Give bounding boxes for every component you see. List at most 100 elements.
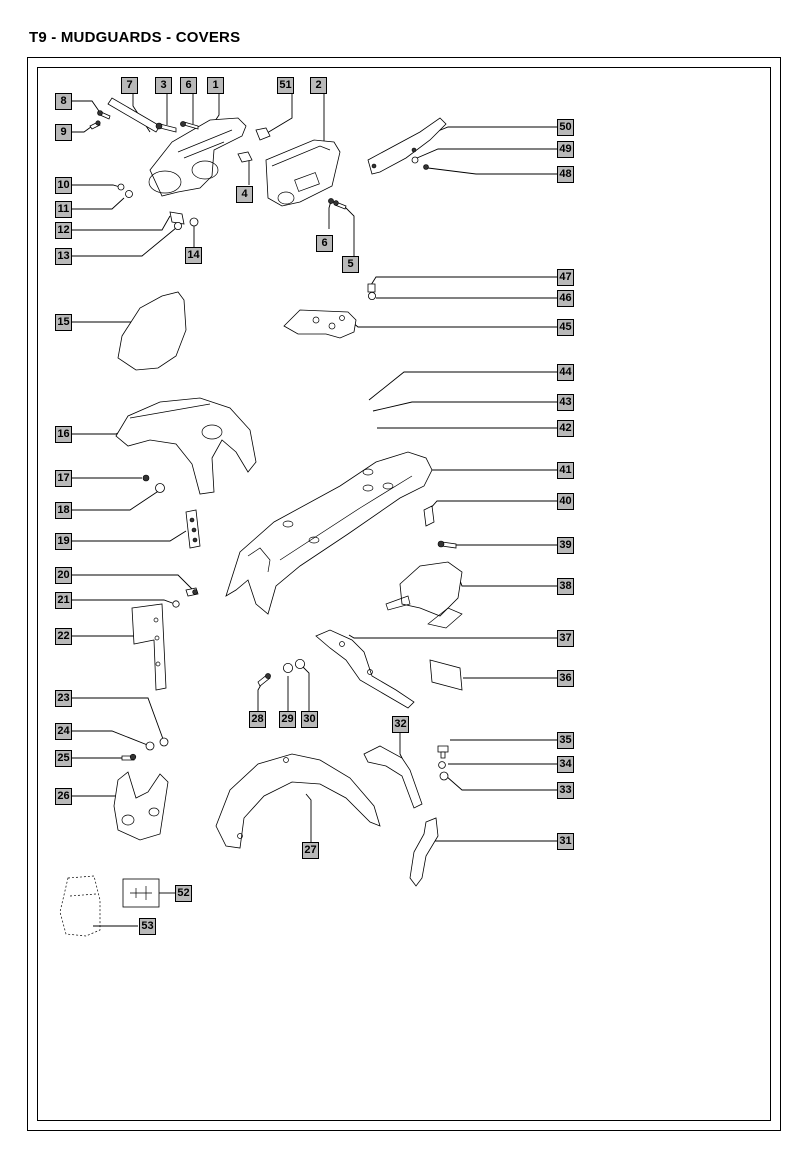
- washer-part-34: [438, 761, 446, 769]
- callout-11: 11: [55, 201, 72, 218]
- strap-part-31: [409, 817, 439, 887]
- callout-1: 1: [207, 77, 224, 94]
- callout-9: 9: [55, 124, 72, 141]
- callout-53: 53: [139, 918, 156, 935]
- callout-33: 33: [557, 782, 574, 799]
- callout-47: 47: [557, 269, 574, 286]
- nut-part-51: [255, 127, 271, 141]
- callout-36: 36: [557, 670, 574, 687]
- bracket-part-32: [363, 745, 423, 809]
- washer-part-49: [411, 156, 419, 164]
- callout-10: 10: [55, 177, 72, 194]
- drawing-frame-inner: [37, 67, 771, 1121]
- callout-6-right: 6: [316, 235, 333, 252]
- callout-29: 29: [279, 711, 296, 728]
- callout-21: 21: [55, 592, 72, 609]
- screw-part-28: [257, 673, 271, 687]
- screw-part-47: [367, 283, 376, 293]
- housing-part-38: [385, 561, 463, 629]
- screws-20-21: [172, 587, 199, 608]
- fender-part-27: [215, 753, 381, 849]
- callout-37: 37: [557, 630, 574, 647]
- callout-14: 14: [185, 247, 202, 264]
- bracket-part-50: [367, 117, 447, 175]
- page-title: T9 - MUDGUARDS - COVERS: [29, 29, 241, 46]
- screw-part-48: [423, 164, 429, 170]
- callout-23: 23: [55, 690, 72, 707]
- washer-part-18: [155, 483, 165, 493]
- callout-52: 52: [175, 885, 192, 902]
- callout-46: 46: [557, 290, 574, 307]
- callout-22: 22: [55, 628, 72, 645]
- washer-part-29: [282, 663, 293, 674]
- callout-27: 27: [302, 842, 319, 859]
- callout-34: 34: [557, 756, 574, 773]
- callout-20: 20: [55, 567, 72, 584]
- callout-44: 44: [557, 364, 574, 381]
- fork-cover-part-1: [148, 117, 247, 197]
- callout-28: 28: [249, 711, 266, 728]
- callout-25: 25: [55, 750, 72, 767]
- callout-43: 43: [557, 394, 574, 411]
- callout-41: 41: [557, 462, 574, 479]
- plate-part-45: [283, 309, 357, 339]
- leader-lines: [72, 94, 557, 927]
- screw-part-39: [437, 540, 457, 549]
- callout-3: 3: [155, 77, 172, 94]
- pad-part-19: [185, 509, 201, 549]
- callout-17: 17: [55, 470, 72, 487]
- callout-50: 50: [557, 119, 574, 136]
- callout-15: 15: [55, 314, 72, 331]
- callout-45: 45: [557, 319, 574, 336]
- callout-5: 5: [342, 256, 359, 273]
- callout-39: 39: [557, 537, 574, 554]
- nut-part-33: [439, 771, 449, 781]
- nut-part-23: [159, 737, 169, 747]
- screws-5-6: [328, 198, 347, 210]
- callout-31: 31: [557, 833, 574, 850]
- callout-48: 48: [557, 166, 574, 183]
- fender-part-15: [117, 291, 187, 371]
- callout-26: 26: [55, 788, 72, 805]
- bracket-part-7: [107, 97, 161, 133]
- callout-40: 40: [557, 493, 574, 510]
- callout-51: 51: [277, 77, 294, 94]
- callout-35: 35: [557, 732, 574, 749]
- washer-part-24: [145, 741, 155, 751]
- callout-6-top: 6: [180, 77, 197, 94]
- callout-49: 49: [557, 141, 574, 158]
- callout-16: 16: [55, 426, 72, 443]
- bracket-part-37: [315, 629, 415, 709]
- tab-part-40: [423, 505, 435, 527]
- bracket-part-22: [131, 603, 167, 691]
- callout-12: 12: [55, 222, 72, 239]
- fasteners-10-14: [117, 183, 199, 230]
- sticker-part-52: [122, 878, 160, 908]
- screws-3-6-8-9: [89, 110, 199, 133]
- mudflap-part-53: [59, 875, 101, 937]
- callout-42: 42: [557, 420, 574, 437]
- reflector-part-36: [429, 659, 463, 691]
- screw-part-17: [142, 474, 150, 482]
- callout-24: 24: [55, 723, 72, 740]
- washer-part-46: [367, 291, 376, 300]
- callout-32: 32: [392, 716, 409, 733]
- clip-part-4: [237, 151, 253, 163]
- callout-18: 18: [55, 502, 72, 519]
- cover-part-2: [265, 139, 341, 207]
- callout-19: 19: [55, 533, 72, 550]
- screw-part-25: [121, 753, 137, 761]
- callout-13: 13: [55, 248, 72, 265]
- callout-2: 2: [310, 77, 327, 94]
- callout-38: 38: [557, 578, 574, 595]
- bracket-part-26: [113, 771, 169, 841]
- drawing-frame-outer: [27, 57, 781, 1131]
- callout-4: 4: [236, 186, 253, 203]
- nut-part-30: [294, 659, 305, 670]
- callout-7: 7: [121, 77, 138, 94]
- mudguard-part-16: [115, 397, 257, 495]
- callout-8: 8: [55, 93, 72, 110]
- screw-part-35: [437, 745, 449, 759]
- mudguard-part-41: [225, 451, 433, 615]
